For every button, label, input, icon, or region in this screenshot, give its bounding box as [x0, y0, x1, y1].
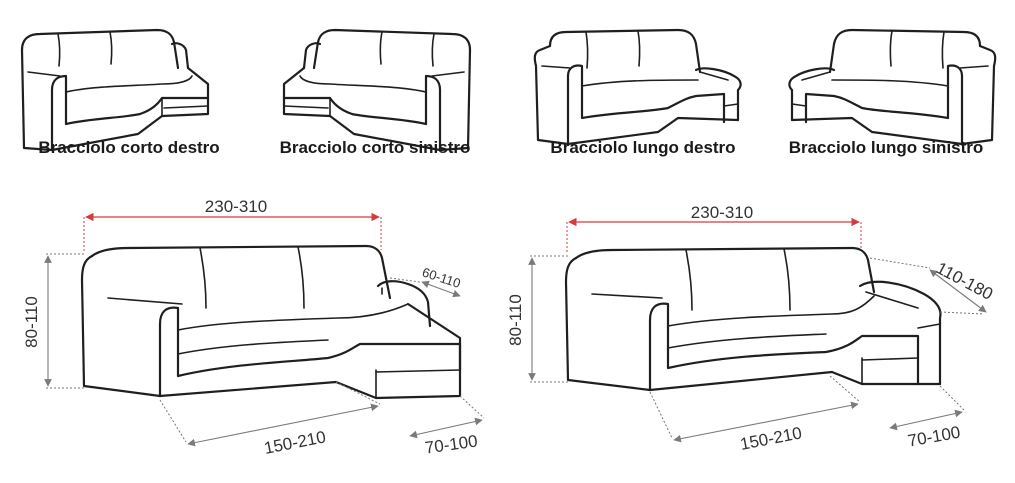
- arm-dimension-arrow: [421, 280, 461, 298]
- dimension-diagram-long: 230-310 80-110 110-180 150-210 70-100: [506, 203, 996, 454]
- thumbnail-short-left: Bracciolo corto sinistro: [280, 28, 472, 157]
- arm-extension-line: [869, 257, 931, 269]
- chaise-extension-line: [939, 385, 965, 411]
- height-label: 80-110: [22, 296, 41, 348]
- width-label: 230-310: [205, 197, 267, 216]
- thumbnail-caption: Bracciolo lungo destro: [550, 138, 735, 157]
- height-label: 80-110: [506, 294, 525, 346]
- depth-label: 150-210: [263, 427, 328, 458]
- sofa-long-right-illustration: [564, 246, 942, 392]
- chaise-dimension-arrow: [409, 417, 483, 439]
- chaise-dimension-arrow: [889, 409, 963, 431]
- depth-extension-line: [829, 375, 861, 403]
- thumbnail-long-left: Bracciolo lungo sinistro: [788, 28, 997, 157]
- thumbnail-caption: Bracciolo lungo sinistro: [789, 138, 984, 157]
- arm-label: 110-180: [933, 258, 996, 303]
- sofa-short-right-illustration: [80, 244, 462, 400]
- arm-dimension-arrow: [929, 269, 987, 313]
- sofa-short-right-illustration: [20, 28, 210, 152]
- width-label: 230-310: [691, 203, 753, 222]
- chaise-label: 70-100: [906, 423, 961, 451]
- thumbnail-short-right: Bracciolo corto destro: [20, 28, 220, 157]
- chaise-extension-line: [459, 395, 485, 419]
- chaise-label: 70-100: [424, 431, 479, 457]
- sofa-long-right-illustration: [533, 28, 742, 146]
- depth-label: 150-210: [739, 423, 804, 454]
- depth-extension-line: [335, 381, 381, 405]
- thumbnail-long-right: Bracciolo lungo destro: [533, 28, 742, 157]
- sofa-short-left-illustration: [282, 28, 472, 152]
- thumbnail-caption: Bracciolo corto destro: [38, 138, 219, 157]
- depth-extension-line: [159, 399, 187, 443]
- arm-extension-line: [939, 311, 985, 315]
- sofa-long-left-illustration: [788, 28, 997, 146]
- depth-dimension-arrow: [673, 401, 859, 443]
- dimension-diagram-short: 230-310 80-110 60-110 150-210 70-100: [22, 197, 485, 458]
- depth-dimension-arrow: [187, 403, 379, 447]
- thumbnail-caption: Bracciolo corto sinistro: [280, 138, 471, 157]
- arm-extension-line: [389, 277, 421, 283]
- depth-extension-line: [649, 391, 673, 439]
- arm-label: 60-110: [420, 264, 462, 290]
